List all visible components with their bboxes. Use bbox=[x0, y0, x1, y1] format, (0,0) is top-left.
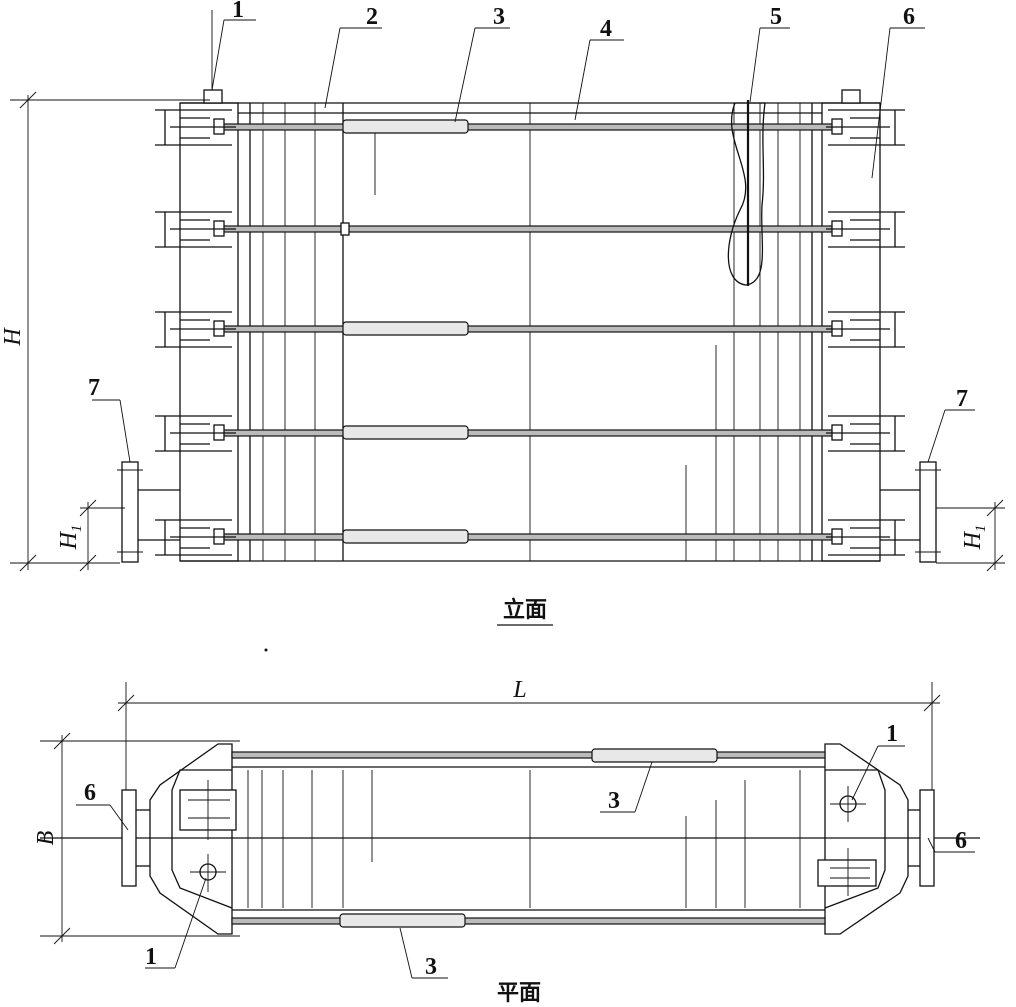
plan-tie-rods bbox=[231, 748, 826, 928]
tie-rod bbox=[213, 320, 843, 337]
label-part-3-plan-top: 3 bbox=[608, 788, 620, 814]
part-5-clip bbox=[727, 100, 766, 286]
label-part-4: 4 bbox=[600, 16, 612, 42]
right-brackets bbox=[826, 109, 905, 556]
elevation-leaders: 1 2 3 4 5 6 7 7 bbox=[88, 0, 975, 463]
left-brackets bbox=[155, 109, 236, 556]
dimension-H1-left: H1 bbox=[56, 499, 125, 572]
plan-plate-pack bbox=[247, 770, 801, 908]
label-part-5: 5 bbox=[770, 4, 782, 30]
dimension-H: H bbox=[0, 91, 210, 572]
tie-rod bbox=[213, 528, 843, 545]
left-support-foot bbox=[117, 461, 180, 563]
label-part-1-plan-right: 1 bbox=[886, 721, 898, 747]
right-top-lug bbox=[841, 89, 861, 104]
label-part-6-plan-left: 6 bbox=[84, 780, 96, 806]
plan-caption: 平面 bbox=[497, 981, 541, 1006]
label-part-1-plan-left: 1 bbox=[145, 944, 157, 970]
label-part-1: 1 bbox=[232, 0, 244, 23]
tie-rods bbox=[213, 118, 843, 545]
plan-view: L B bbox=[33, 677, 980, 1006]
dimension-L: L bbox=[117, 677, 941, 790]
label-part-6: 6 bbox=[903, 4, 915, 30]
plan-left-foot bbox=[121, 789, 150, 887]
plan-leaders: 6 6 1 1 3 3 bbox=[76, 721, 975, 980]
label-part-3-plan-bottom: 3 bbox=[425, 954, 437, 980]
label-part-3: 3 bbox=[493, 4, 505, 30]
label-part-7-right: 7 bbox=[956, 386, 968, 412]
plan-fixed-head bbox=[149, 743, 237, 935]
dim-H-label: H bbox=[0, 327, 26, 347]
dim-L-label: L bbox=[512, 677, 526, 703]
elevation-view: H H1 H1 1 2 3 bbox=[0, 0, 1005, 652]
plan-right-foot bbox=[908, 789, 935, 887]
tie-rod bbox=[213, 424, 843, 441]
label-part-6-plan-right: 6 bbox=[955, 828, 967, 854]
label-part-7-left: 7 bbox=[88, 375, 100, 401]
dim-H1-right-label: H1 bbox=[960, 525, 989, 551]
left-top-lug bbox=[203, 89, 223, 104]
elevation-caption: 立面 bbox=[503, 597, 547, 623]
dimension-H1-right: H1 bbox=[936, 499, 1005, 572]
label-part-2: 2 bbox=[366, 4, 378, 30]
right-support-foot bbox=[880, 461, 941, 563]
dim-H1-left-label: H1 bbox=[56, 525, 85, 551]
plan-movable-head bbox=[817, 743, 909, 935]
